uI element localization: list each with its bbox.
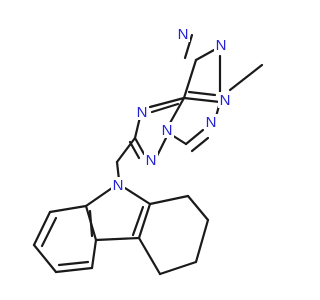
bond: [54, 266, 94, 274]
bond: [57, 260, 90, 267]
bond: [155, 136, 168, 158]
atom-n-pyrazole-1: N: [176, 26, 190, 43]
bond: [228, 63, 264, 92]
bond: [183, 33, 194, 60]
atom-label: N: [146, 152, 157, 169]
bond: [32, 243, 58, 274]
molecule-canvas: N N N N N N N: [32, 26, 264, 276]
bond: [194, 48, 216, 62]
bond: [187, 90, 217, 97]
bond: [190, 136, 210, 153]
bond: [94, 236, 141, 242]
bond: [90, 238, 98, 270]
bond: [148, 96, 186, 109]
atom-label: N: [113, 177, 124, 194]
atom-label: N: [137, 104, 148, 121]
bond: [150, 102, 180, 114]
bond: [115, 136, 137, 164]
bond: [184, 128, 205, 146]
atom-label: N: [178, 26, 189, 43]
atom-label: N: [206, 114, 217, 131]
bond: [137, 236, 162, 276]
atom-label: N: [220, 92, 231, 109]
atom-n-pyrimidine-2: N: [204, 114, 218, 131]
bond: [32, 210, 52, 247]
atom-layer: N N N N N N N: [111, 26, 232, 194]
bond: [84, 186, 114, 208]
bond: [88, 209, 94, 238]
bond: [182, 96, 222, 104]
bond: [158, 260, 198, 276]
bond: [131, 205, 145, 237]
atom-n-triazole-3: N: [144, 152, 158, 169]
bond: [40, 216, 58, 248]
bond: [133, 115, 142, 140]
atom-n-pyrimidine-1: N: [218, 92, 232, 109]
bond: [137, 202, 152, 240]
atom-n-triazole-2: N: [160, 122, 174, 139]
bond: [182, 58, 198, 100]
atom-n-pyrazole-2: N: [214, 37, 228, 54]
bond: [48, 204, 88, 214]
structure-drawing: N N N N N N N: [32, 26, 264, 276]
atom-n-triazole-1: N: [135, 104, 149, 121]
atom-label: N: [162, 122, 173, 139]
atom-n-carbazole: N: [111, 177, 125, 194]
bond: [186, 194, 210, 222]
bond: [194, 218, 210, 264]
bond: [168, 96, 186, 125]
bond: [128, 140, 141, 160]
atom-label: N: [216, 37, 227, 54]
bond: [133, 136, 146, 156]
bond: [148, 194, 190, 206]
bond: [123, 186, 152, 206]
bond-layer: [32, 33, 264, 276]
